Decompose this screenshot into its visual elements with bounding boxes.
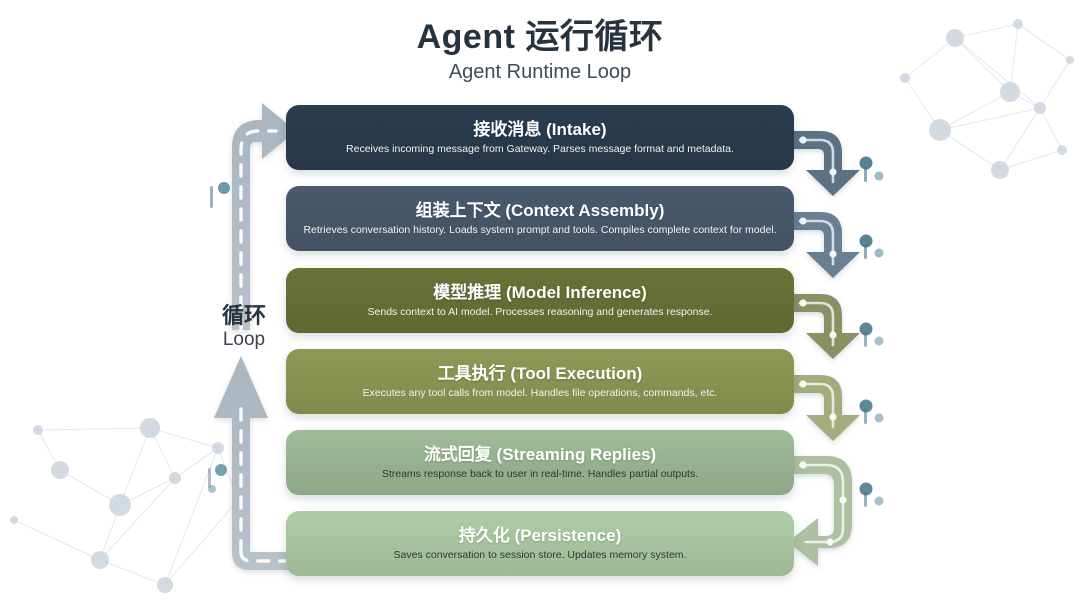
step-title: 流式回复 (Streaming Replies)	[423, 444, 657, 464]
pin-marker-right-4	[859, 399, 884, 424]
step-description: Retrieves conversation history. Loads sy…	[303, 223, 777, 236]
step-title: 接收消息 (Intake)	[473, 119, 607, 139]
pin-marker-right-5	[859, 482, 884, 507]
connector-4	[794, 375, 860, 441]
step-title: 工具执行 (Tool Execution)	[437, 363, 643, 383]
step-card-model-inference[interactable]: 模型推理 (Model Inference) Sends context to …	[286, 268, 794, 333]
connector-1	[794, 131, 860, 196]
pin-marker-right-1	[859, 156, 884, 182]
step-description: Sends context to AI model. Processes rea…	[367, 305, 713, 318]
title-chinese: Agent 运行循环	[416, 18, 664, 56]
loop-label-english: Loop	[222, 329, 266, 351]
pin-marker-right-2	[859, 234, 884, 259]
step-description: Executes any tool calls from model. Hand…	[362, 386, 718, 399]
pin-marker-right-3	[859, 322, 884, 347]
step-card-persistence[interactable]: 持久化 (Persistence) Saves conversation to …	[286, 511, 794, 576]
title-english: Agent Runtime Loop	[448, 61, 632, 84]
step-title: 组装上下文 (Context Assembly)	[415, 200, 665, 220]
step-card-context-assembly[interactable]: 组装上下文 (Context Assembly) Retrieves conve…	[286, 186, 794, 251]
step-card-streaming-replies[interactable]: 流式回复 (Streaming Replies) Streams respons…	[286, 430, 794, 495]
page-title: Agent 运行循环 Agent Runtime Loop	[0, 18, 1080, 84]
step-card-tool-execution[interactable]: 工具执行 (Tool Execution) Executes any tool …	[286, 349, 794, 414]
connector-3	[794, 294, 860, 359]
pin-marker-left-top	[210, 182, 230, 208]
step-description: Saves conversation to session store. Upd…	[393, 548, 687, 561]
step-title: 模型推理 (Model Inference)	[433, 282, 647, 302]
step-description: Streams response back to user in real-ti…	[381, 467, 699, 480]
connector-2	[794, 212, 860, 278]
step-card-intake[interactable]: 接收消息 (Intake) Receives incoming message …	[286, 105, 794, 170]
loop-label: 循环 Loop	[205, 303, 283, 352]
connector-5	[788, 456, 852, 566]
loop-label-chinese: 循环	[221, 303, 266, 328]
step-title: 持久化 (Persistence)	[458, 525, 622, 545]
step-description: Receives incoming message from Gateway. …	[346, 142, 734, 155]
pin-marker-left-bottom	[208, 464, 227, 493]
